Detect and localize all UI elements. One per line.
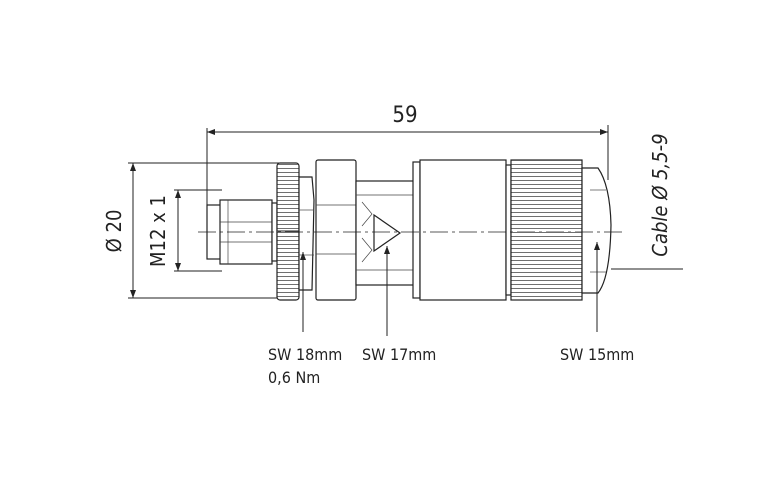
diameter-label: Ø 20 bbox=[102, 210, 126, 253]
sw18-label: SW 18mm bbox=[268, 345, 342, 364]
sw15-label: SW 15mm bbox=[560, 345, 634, 364]
knurled-cable-nut bbox=[510, 159, 583, 301]
thread-dimension: M12 x 1 bbox=[146, 189, 222, 272]
length-label: 59 bbox=[392, 103, 417, 128]
thread-label: M12 x 1 bbox=[146, 195, 170, 267]
connector-body bbox=[198, 159, 622, 301]
cable-label: Cable Ø 5,5-9 bbox=[648, 133, 672, 256]
sw17-label: SW 17mm bbox=[362, 345, 436, 364]
cable-dimension: Cable Ø 5,5-9 bbox=[611, 133, 683, 270]
direction-triangle-icon bbox=[373, 213, 402, 253]
leader-lines bbox=[300, 242, 600, 336]
diameter-dimension: Ø 20 bbox=[102, 162, 282, 299]
length-dimension: 59 bbox=[206, 103, 609, 205]
torque-label: 0,6 Nm bbox=[268, 368, 320, 387]
cable-gland-dome bbox=[581, 167, 612, 294]
